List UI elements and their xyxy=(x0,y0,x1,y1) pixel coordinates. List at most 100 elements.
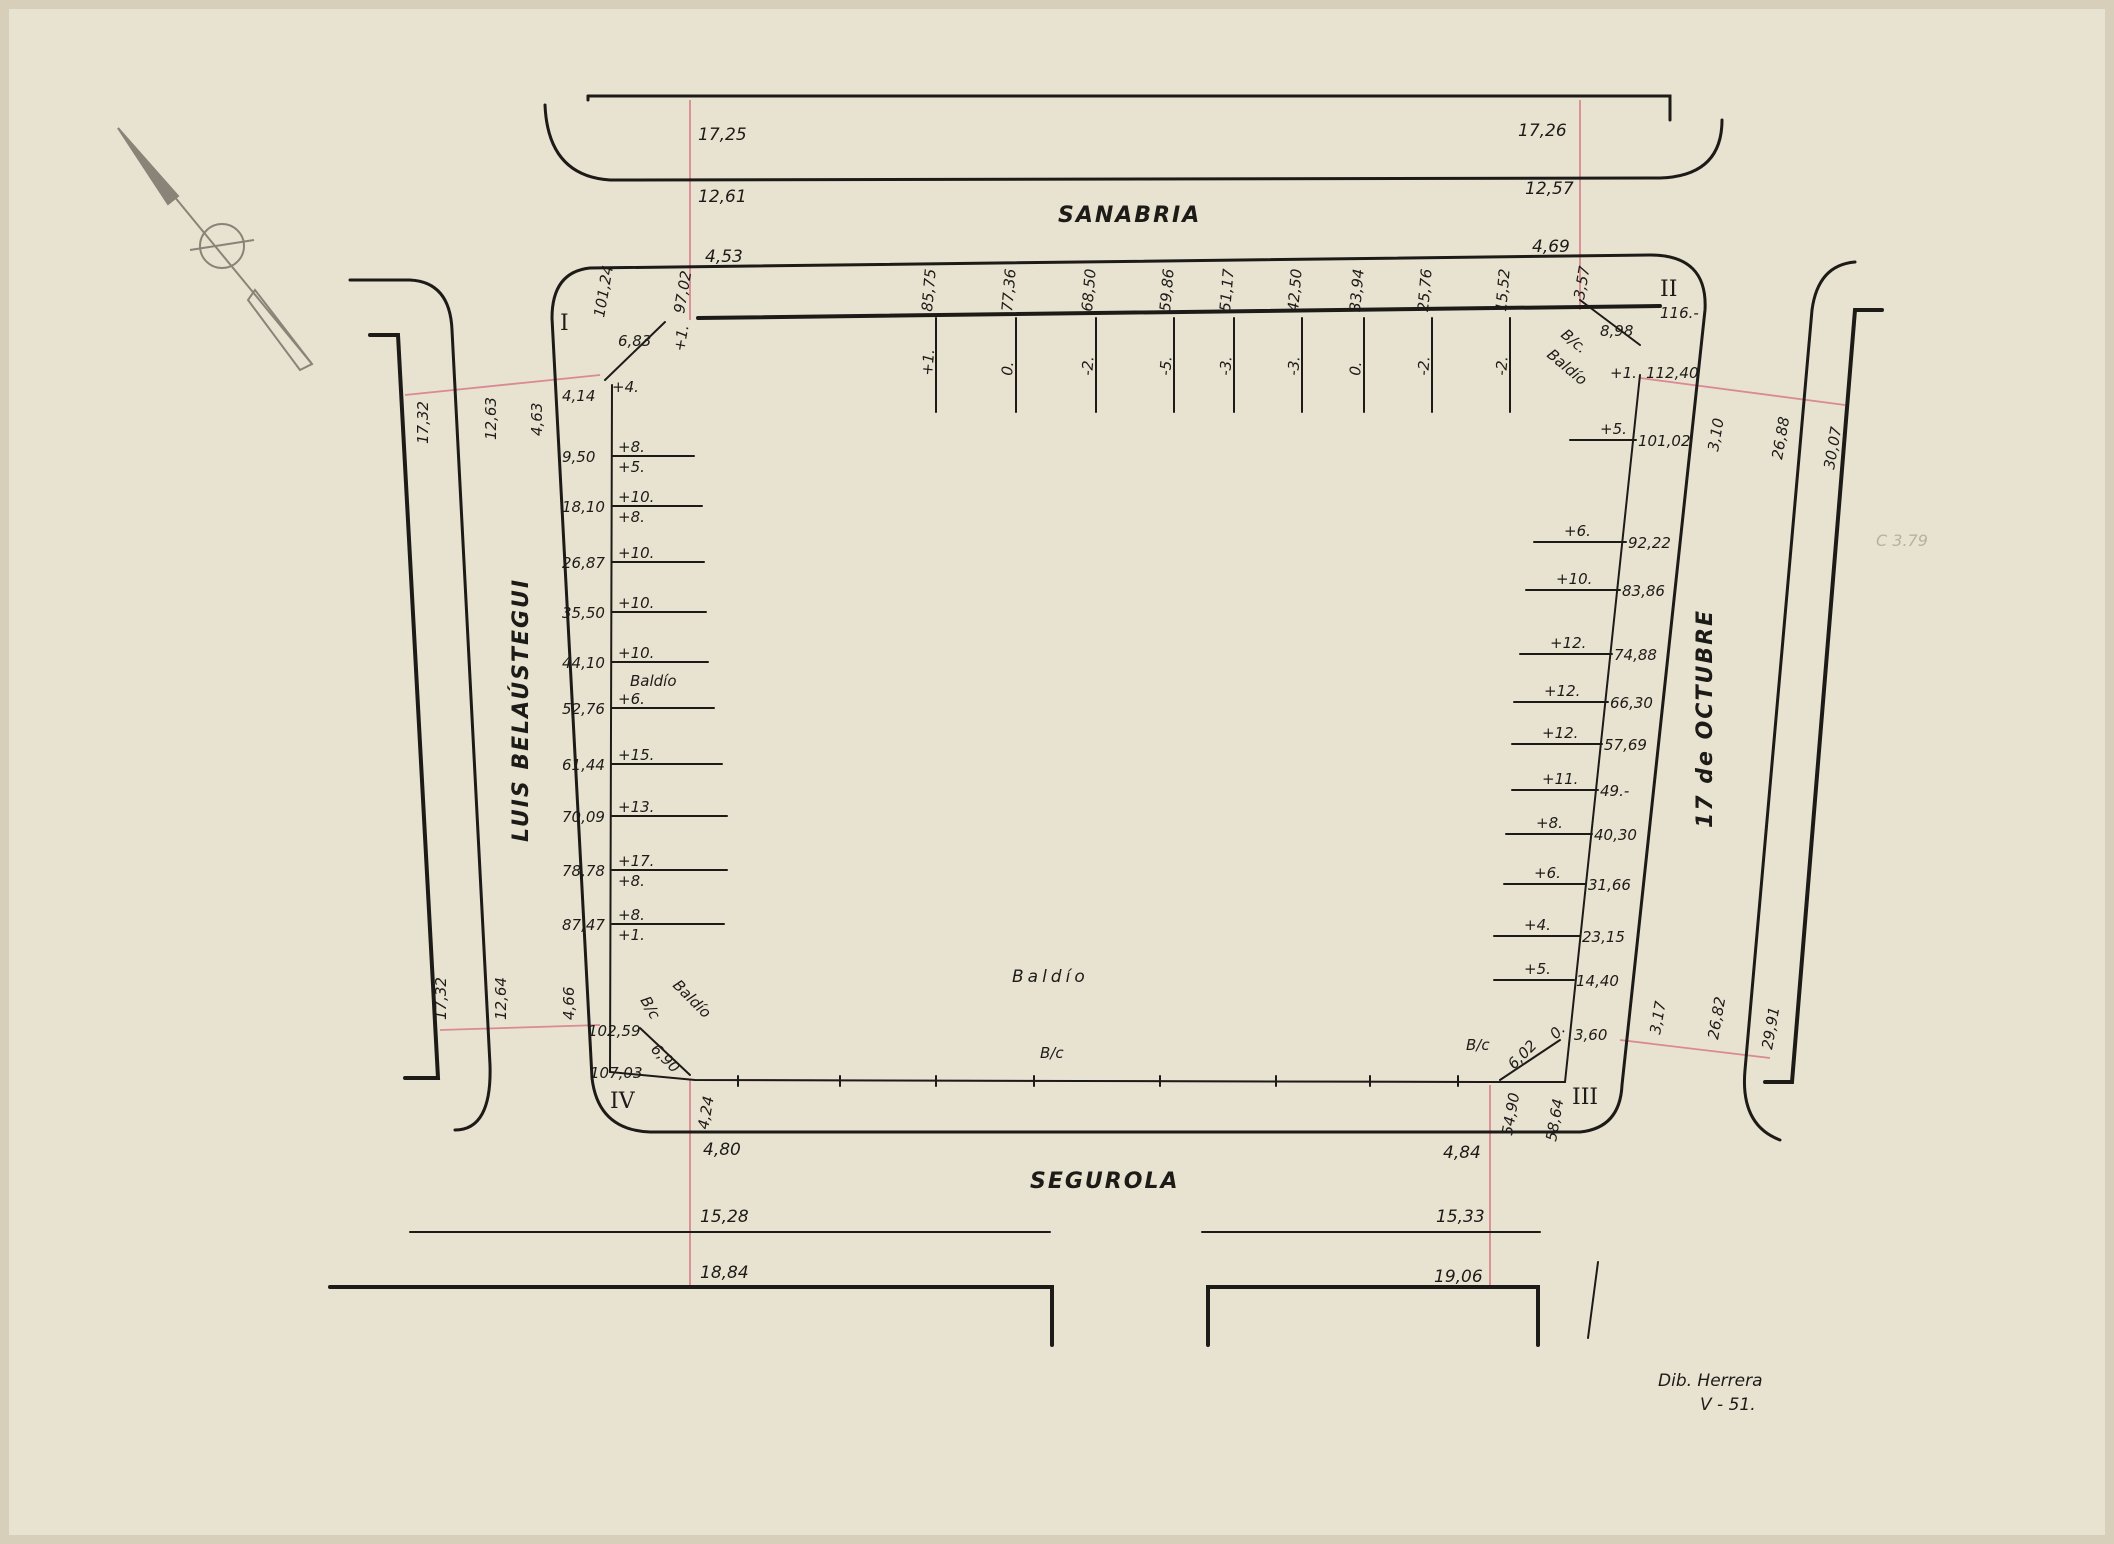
east-tick-distance: 101,02 xyxy=(1638,432,1691,450)
west-tick-level: +10. xyxy=(618,488,654,506)
street-name-north: SANABRIA xyxy=(1058,203,1201,228)
north-tick-level: 0. xyxy=(998,361,1017,377)
west-tick-level-2: +8. xyxy=(618,872,645,890)
east-tick-level: +11. xyxy=(1542,770,1578,788)
sw-distance-a: 102,59 xyxy=(588,1022,641,1040)
east-tick-distance: 92,22 xyxy=(1628,534,1671,552)
east-tick-distance: 14,40 xyxy=(1576,972,1619,990)
west-tick-distance: 78,78 xyxy=(562,862,605,880)
east-tick-distance: 57,69 xyxy=(1604,736,1647,754)
east-tick-distance: 49.- xyxy=(1600,782,1629,800)
east-tick-distance: 74,88 xyxy=(1614,646,1657,664)
west-tick-level: +13. xyxy=(618,798,654,816)
west-tick-level-2: +1. xyxy=(618,926,645,944)
north-width-left-outer: 17,25 xyxy=(698,125,747,145)
east-tick-level: +10. xyxy=(1556,570,1592,588)
east-tick-level: +12. xyxy=(1550,634,1586,652)
east-tick-level: +6. xyxy=(1534,864,1561,882)
west-width-top-inner: 4,63 xyxy=(528,403,546,436)
north-width-right-inner: 4,69 xyxy=(1532,237,1570,257)
north-tick-distance: 25,76 xyxy=(1414,268,1436,312)
signature-line-2: V - 51. xyxy=(1700,1395,1756,1415)
east-tick-level: +12. xyxy=(1544,682,1580,700)
north-tick-group: 85,75+1.77,360.68,50-2.59,86-5.51,17-3.4… xyxy=(918,268,1514,413)
west-tick-distance: 44,10 xyxy=(562,654,605,672)
west-width-top-mid: 12,63 xyxy=(482,397,500,440)
west-tick-distance: 35,50 xyxy=(562,604,605,622)
west-tick-distance: 9,50 xyxy=(562,448,595,466)
corner-label-4: IV xyxy=(610,1089,636,1114)
corner-label-1: I xyxy=(560,311,569,336)
north-width-left-mid: 12,61 xyxy=(698,187,747,207)
south-bc-note: B/c xyxy=(1040,1044,1064,1062)
north-tick-distance: 15,52 xyxy=(1492,268,1514,312)
east-width-top-inner: 3,10 xyxy=(1704,417,1728,453)
south-tick-group xyxy=(737,1075,1459,1087)
west-tick-level: +8. xyxy=(618,906,645,924)
faint-pencil-note: C 3.79 xyxy=(1876,531,1928,550)
west-tick-distance: 87,47 xyxy=(562,916,605,934)
street-name-east: 17 de OCTUBRE xyxy=(1693,609,1718,828)
west-tick-level-2: +5. xyxy=(618,458,645,476)
south-width-right-outer: 19,06 xyxy=(1434,1267,1483,1287)
north-tick-distance: 33,94 xyxy=(1346,268,1368,312)
sw-distance-b: 107,03 xyxy=(590,1064,643,1082)
north-tick-level: -2. xyxy=(1492,355,1512,376)
south-width-left-outer: 18,84 xyxy=(700,1263,749,1283)
west-width-top-outer: 17,32 xyxy=(414,401,432,444)
west-width-bottom-outer: 17,32 xyxy=(432,977,450,1020)
north-tick-level: -3. xyxy=(1216,355,1236,376)
street-name-south: SEGUROLA xyxy=(1030,1169,1179,1194)
north-tick-distance: 77,36 xyxy=(998,268,1020,312)
north-arrow-icon xyxy=(117,127,314,372)
east-tick-distance: 83,86 xyxy=(1622,582,1665,600)
west-width-bottom-inner: 4,66 xyxy=(560,987,578,1020)
west-tick-distance: 4,14 xyxy=(562,387,595,405)
east-tick-distance: 66,30 xyxy=(1610,694,1653,712)
ne-chamfer: 8,98 xyxy=(1600,322,1633,340)
west-tick-level: +10. xyxy=(618,644,654,662)
nw-chamfer: 6,83 xyxy=(618,332,651,350)
west-width-bottom-mid: 12,64 xyxy=(492,977,510,1020)
west-tick-group: 4,149,50+8.+5.18,10+10.+8.26,87+10.35,50… xyxy=(562,387,728,944)
north-tick-level: 0. xyxy=(1346,361,1365,377)
north-tick-level: -3. xyxy=(1284,355,1304,376)
east-tick-level: +5. xyxy=(1524,960,1551,978)
north-tick-level: -2. xyxy=(1078,355,1098,376)
west-tick-level: +6. xyxy=(618,690,645,708)
east-tick-level: +8. xyxy=(1536,814,1563,832)
center-baldio-label: Baldío xyxy=(1012,967,1089,987)
east-tick-group: +5. 101,02 +6. 92,22 +10. 83,86 +12. 74,88 +12. 6… xyxy=(1493,420,1691,990)
ne-plus: +1. xyxy=(1610,364,1637,382)
south-width-left-inner: 4,80 xyxy=(703,1140,741,1160)
south-width-right-mid: 15,33 xyxy=(1436,1207,1485,1227)
ne-value: 116.- xyxy=(1660,304,1699,322)
north-tick-level: +1. xyxy=(918,348,938,376)
east-tick-distance: 31,66 xyxy=(1588,876,1631,894)
south-width-left-mid: 15,28 xyxy=(700,1207,749,1227)
street-edges xyxy=(328,94,1884,1347)
corner-label-2: II xyxy=(1660,277,1677,302)
sw-south-distance: 4,24 xyxy=(694,1095,718,1131)
west-tick-distance: 18,10 xyxy=(562,498,605,516)
north-width-left-inner: 4,53 xyxy=(705,247,743,267)
east-tick-distance: 40,30 xyxy=(1594,826,1637,844)
east-tick-level: +4. xyxy=(1524,916,1551,934)
north-tick-distance: 59,86 xyxy=(1156,268,1178,312)
se-note-bc: B/c xyxy=(1466,1036,1490,1054)
west-tick-level-2: +8. xyxy=(618,508,645,526)
street-name-west: LUIS BELAÚSTEGUI xyxy=(508,578,534,842)
west-baldio-label: Baldío xyxy=(630,672,677,690)
west-tick-level: +10. xyxy=(618,544,654,562)
west-tick-level: +15. xyxy=(618,746,654,764)
se-distance: 3,60 xyxy=(1574,1026,1607,1044)
north-tick-distance: 85,75 xyxy=(918,268,940,312)
east-tick-level: +5. xyxy=(1600,420,1627,438)
west-tick-level: +8. xyxy=(618,438,645,456)
north-width-right-outer: 17,26 xyxy=(1518,121,1567,141)
north-tick-distance: 51,17 xyxy=(1216,268,1238,313)
corner-label-3: III xyxy=(1572,1085,1598,1110)
south-width-right-inner: 4,84 xyxy=(1443,1143,1481,1163)
